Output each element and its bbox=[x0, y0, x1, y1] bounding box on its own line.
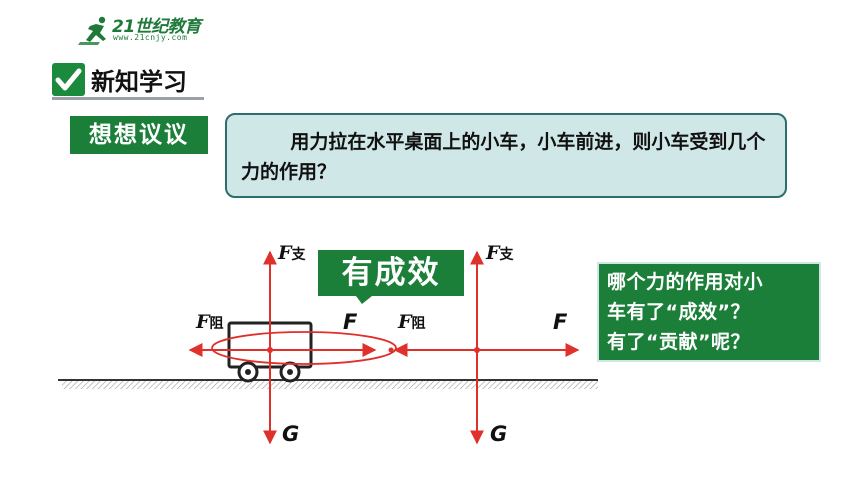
left-resist-label: F阻 bbox=[196, 311, 224, 333]
question-text: 用力拉在水平桌面上的小车，小车前进，则小车受到几个力的作用？ bbox=[241, 131, 766, 183]
ask-box: 哪个力的作用对小 车有了“成效”？ 有了“贡献”呢？ bbox=[597, 262, 821, 362]
logo-subtext: www.21cnjy.com bbox=[113, 33, 188, 42]
left-gravity-label: G bbox=[282, 422, 300, 446]
right-forces bbox=[388, 250, 580, 445]
left-pull-label: F bbox=[343, 310, 358, 334]
discuss-label: 想想议议 bbox=[70, 116, 208, 154]
question-box: 用力拉在水平桌面上的小车，小车前进，则小车受到几个力的作用？ bbox=[225, 113, 787, 198]
right-pull-label: F bbox=[553, 310, 568, 334]
left-forces bbox=[188, 250, 377, 445]
callout-text: 有成效 bbox=[341, 255, 441, 291]
section-title: 新知学习 bbox=[91, 68, 187, 96]
logo-text: 21世纪教育 bbox=[112, 17, 201, 37]
ask-line-3: 有了“贡献”呢？ bbox=[607, 331, 750, 353]
ask-line-1: 哪个力的作用对小 bbox=[607, 271, 764, 293]
ask-line-2: 车有了“成效”？ bbox=[607, 301, 750, 323]
right-support-label: F支 bbox=[486, 242, 514, 264]
left-support-label: F支 bbox=[278, 242, 306, 264]
check-icon bbox=[52, 63, 85, 96]
ground bbox=[58, 379, 598, 389]
section-underline bbox=[52, 97, 204, 100]
callout-bubble bbox=[318, 250, 464, 304]
logo-runner-icon bbox=[78, 16, 106, 45]
right-gravity-label: G bbox=[490, 422, 508, 446]
right-resist-label: F阻 bbox=[398, 311, 426, 333]
